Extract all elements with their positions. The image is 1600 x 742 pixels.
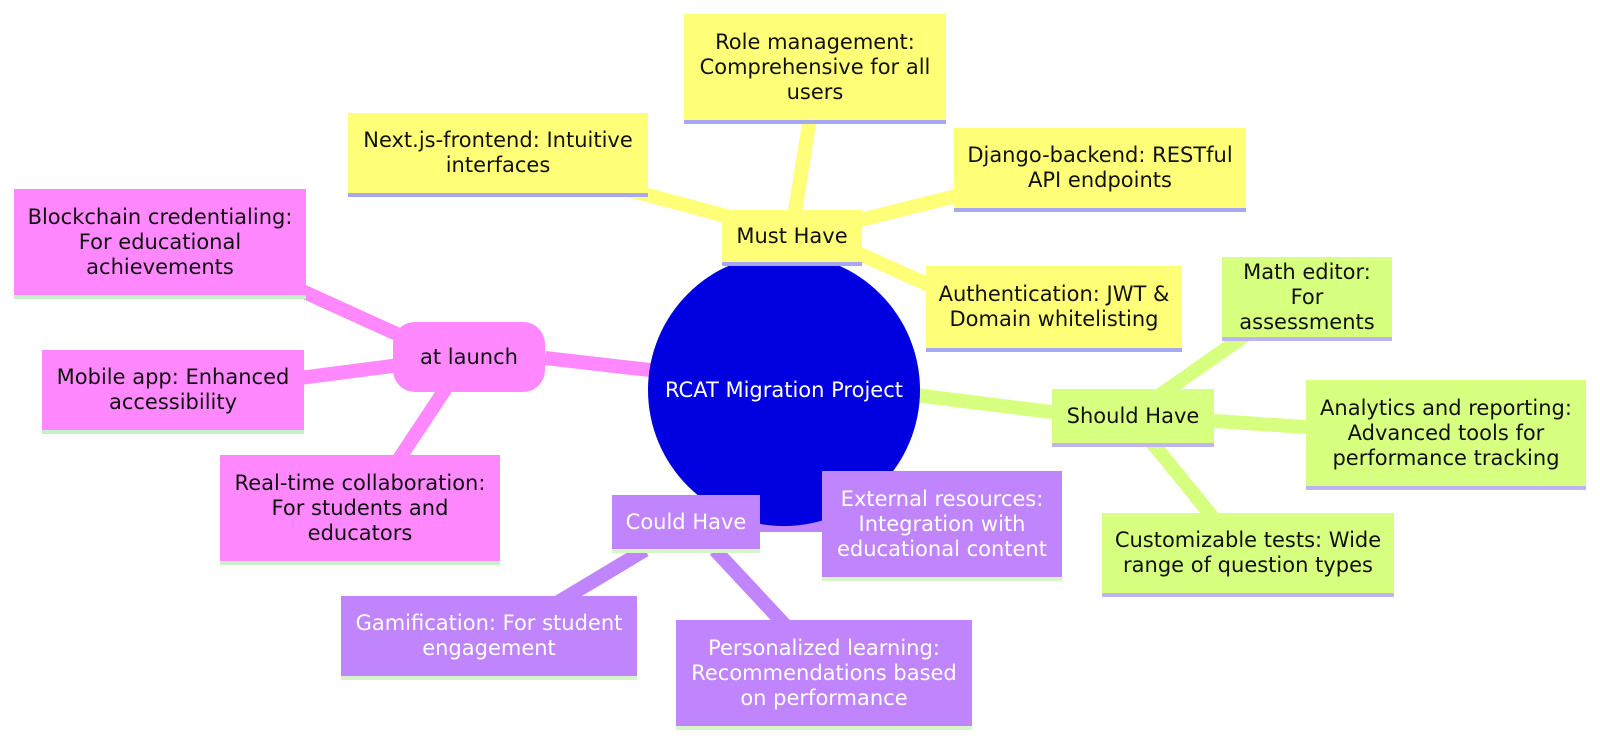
nextjs-frontend-label: Next.js-frontend: Intuitive interfaces bbox=[363, 128, 633, 177]
external-resources-label: External resources: Integration with edu… bbox=[837, 486, 1047, 561]
authentication-label: Authentication: JWT & Domain whitelistin… bbox=[938, 282, 1170, 331]
at-launch-node[interactable]: at launch bbox=[393, 322, 545, 392]
should-have-label: Should Have bbox=[1066, 403, 1200, 428]
customizable-tests-node[interactable]: Customizable tests: Wide range of questi… bbox=[1102, 513, 1394, 597]
blockchain-credentialing-node[interactable]: Blockchain credentialing: For educationa… bbox=[14, 189, 306, 299]
real-time-collaboration-node[interactable]: Real-time collaboration: For students an… bbox=[220, 455, 500, 565]
root-label: RCAT Migration Project bbox=[665, 378, 903, 402]
nextjs-frontend-node[interactable]: Next.js-frontend: Intuitive interfaces bbox=[348, 113, 648, 197]
personalized-learning-node[interactable]: Personalized learning: Recommendations b… bbox=[676, 620, 972, 730]
analytics-reporting-node[interactable]: Analytics and reporting: Advanced tools … bbox=[1306, 380, 1586, 490]
analytics-reporting-label: Analytics and reporting: Advanced tools … bbox=[1320, 395, 1572, 470]
edge-at-launch-realtime bbox=[389, 381, 454, 469]
customizable-tests-label: Customizable tests: Wide range of questi… bbox=[1114, 528, 1382, 577]
role-management-node[interactable]: Role management: Comprehensive for all u… bbox=[684, 14, 946, 124]
authentication-node[interactable]: Authentication: JWT & Domain whitelistin… bbox=[926, 266, 1182, 352]
should-have-node[interactable]: Should Have bbox=[1052, 389, 1214, 447]
edge-at-launch-blockchain bbox=[297, 283, 413, 347]
role-management-label: Role management: Comprehensive for all u… bbox=[699, 29, 931, 104]
blockchain-credentialing-label: Blockchain credentialing: For educationa… bbox=[27, 204, 293, 279]
gamification-label: Gamification: For student engagement bbox=[355, 611, 623, 660]
external-resources-node[interactable]: External resources: Integration with edu… bbox=[822, 471, 1062, 581]
edge-should-have-analytics bbox=[1199, 413, 1321, 435]
could-have-label: Could Have bbox=[625, 509, 747, 534]
math-editor-node[interactable]: Math editor: For assessments bbox=[1222, 257, 1392, 341]
at-launch-label: at launch bbox=[420, 344, 518, 369]
real-time-collaboration-label: Real-time collaboration: For students an… bbox=[234, 470, 486, 545]
math-editor-label: Math editor: For assessments bbox=[1239, 259, 1375, 334]
could-have-node[interactable]: Could Have bbox=[612, 495, 760, 553]
edge-root-at-launch bbox=[544, 351, 651, 377]
edge-root-should-have bbox=[914, 388, 1076, 422]
edge-at-launch-mobile bbox=[299, 358, 401, 385]
mobile-app-node[interactable]: Mobile app: Enhanced accessibility bbox=[42, 350, 304, 434]
must-have-node[interactable]: Must Have bbox=[722, 210, 862, 266]
django-backend-label: Django-backend: RESTful API endpoints bbox=[967, 143, 1233, 192]
mobile-app-label: Mobile app: Enhanced accessibility bbox=[56, 365, 290, 414]
django-backend-node[interactable]: Django-backend: RESTful API endpoints bbox=[954, 128, 1246, 212]
must-have-label: Must Have bbox=[736, 223, 848, 248]
edge-should-have-tests bbox=[1144, 435, 1221, 525]
edge-could-have-personalized bbox=[709, 545, 791, 630]
gamification-node[interactable]: Gamification: For student engagement bbox=[341, 596, 637, 680]
personalized-learning-label: Personalized learning: Recommendations b… bbox=[691, 635, 957, 710]
